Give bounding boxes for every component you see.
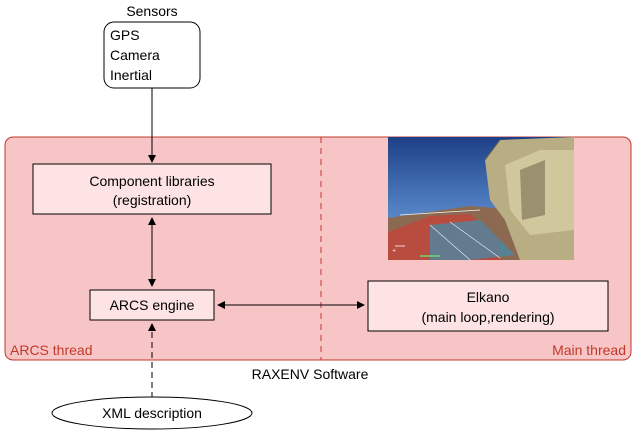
svg-text:+: + — [392, 248, 396, 254]
xml-description-ellipse — [51, 396, 253, 430]
sensor-camera: Camera — [110, 47, 160, 63]
elkano-box — [367, 280, 609, 332]
software-label: RAXENV Software — [252, 366, 369, 382]
arcs-thread-label: ARCS thread — [10, 342, 92, 358]
component-libraries-subtitle: (registration) — [113, 192, 192, 208]
sensor-inertial: Inertial — [110, 67, 152, 83]
rendered-scene-image: + — [388, 137, 574, 261]
main-thread-label: Main thread — [552, 342, 626, 358]
arcs-engine-box — [89, 289, 215, 321]
component-libraries-title: Component libraries — [89, 173, 214, 189]
sensor-gps: GPS — [110, 27, 140, 43]
xml-description-label: XML description — [102, 405, 202, 421]
arcs-engine-label: ARCS engine — [110, 297, 195, 313]
sensors-title: Sensors — [126, 3, 177, 19]
elkano-subtitle: (main loop,rendering) — [421, 309, 554, 325]
component-libraries-box — [32, 163, 272, 215]
elkano-title: Elkano — [467, 289, 510, 305]
